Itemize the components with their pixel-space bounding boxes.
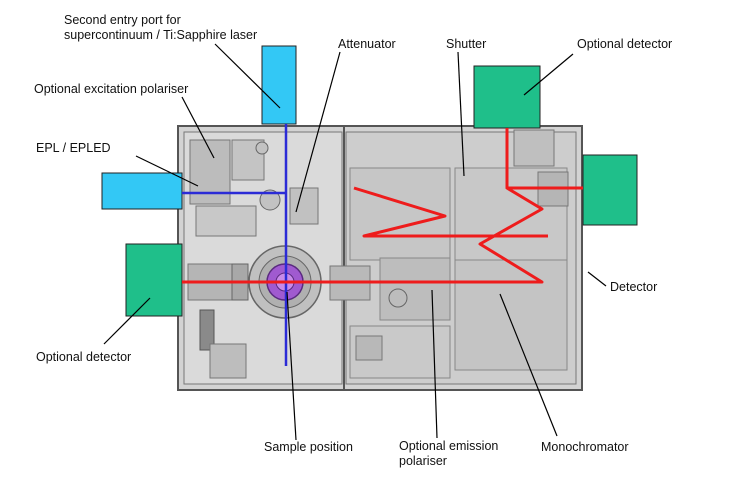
label-monochromator: Monochromator — [541, 440, 629, 454]
epl-epled-source — [101, 172, 183, 210]
second-entry-port — [261, 45, 297, 125]
excitation-beam — [182, 124, 288, 366]
label-optional-detector-top: Optional detector — [577, 37, 673, 51]
optional-detector-left-box — [125, 243, 183, 317]
label-optional-detector-left: Optional detector — [36, 350, 132, 364]
label-optional-emission-polariser: Optional emission polariser — [399, 439, 498, 469]
label-second-entry-line2: supercontinuum / Ti:Sapphire laser — [64, 28, 258, 42]
optional-detector-top-box — [473, 65, 541, 129]
instrument-chassis — [177, 125, 583, 391]
label-optional-emission-line2: polariser — [399, 454, 447, 468]
label-optional-emission-line1: Optional emission — [399, 439, 499, 453]
label-optional-excitation-polariser: Optional excitation polariser — [34, 82, 189, 96]
emission-beam — [182, 128, 583, 284]
label-second-entry-port: Second entry port for supercontinuum / T… — [64, 13, 257, 43]
label-attenuator: Attenuator — [338, 37, 396, 51]
label-detector: Detector — [610, 280, 658, 294]
leader-lines — [103, 43, 607, 441]
label-epl-epled: EPL / EPLED — [36, 141, 111, 155]
detector-box — [582, 154, 638, 226]
label-sample-position: Sample position — [264, 440, 353, 454]
label-shutter: Shutter — [446, 37, 487, 51]
label-second-entry-line1: Second entry port for — [64, 13, 181, 27]
